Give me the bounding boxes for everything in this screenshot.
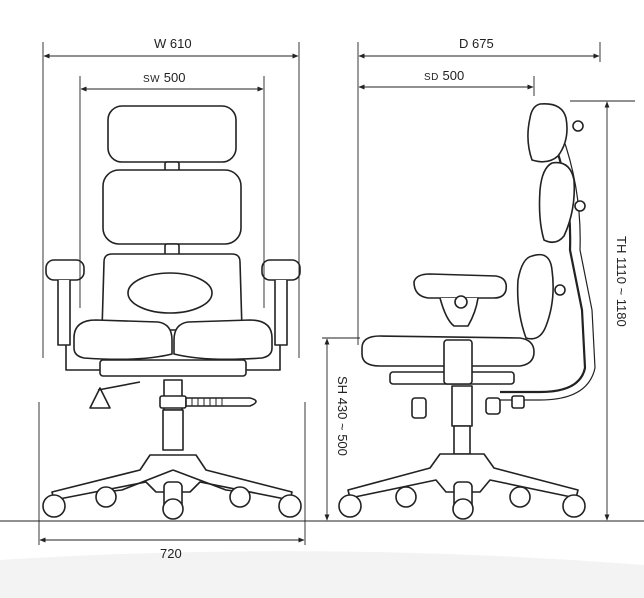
side-view-chair (338, 102, 596, 520)
total-height-label: TH 1110 ~ 1180 (614, 236, 629, 327)
front-left-arm-pad (45, 259, 85, 281)
width-label: W 610 (154, 36, 192, 51)
front-upper-back (102, 169, 242, 245)
side-headrest (527, 102, 568, 163)
front-caster-3 (162, 498, 184, 520)
side-upper-back (538, 161, 576, 244)
depth-value: 675 (472, 36, 494, 51)
front-seat-left (73, 319, 173, 361)
side-arm-pad (413, 273, 508, 299)
side-caster-5 (562, 494, 586, 518)
front-caster-1 (42, 494, 66, 518)
seat-depth-label: SD 500 (424, 68, 464, 83)
front-caster-5 (278, 494, 302, 518)
depth-prefix: D (459, 36, 469, 51)
background-shadow (0, 551, 644, 598)
front-lumbar-oval (127, 272, 213, 314)
base-width-label: 720 (160, 546, 182, 561)
seat-width-prefix: SW (143, 74, 161, 85)
seat-depth-value: 500 (442, 68, 465, 83)
depth-label: D 675 (459, 36, 494, 51)
total-height-value: 1110 ~ 1180 (614, 256, 629, 327)
front-caster-2 (95, 486, 117, 508)
seat-height-prefix: SH (335, 376, 350, 395)
width-prefix: W (154, 36, 167, 51)
front-right-arm-pad (261, 259, 301, 281)
base-width-value: 720 (160, 546, 182, 561)
total-height-prefix: TH (614, 236, 629, 254)
front-caster-4 (229, 486, 251, 508)
seat-width-value: 500 (163, 70, 186, 85)
side-caster-1 (338, 494, 362, 518)
side-base (347, 453, 579, 499)
front-seat-right (173, 319, 273, 361)
seat-width-label: SW 500 (143, 70, 185, 85)
seat-height-value: 430 ~ 500 (335, 397, 350, 456)
front-headrest (107, 105, 237, 163)
side-caster-4 (509, 486, 531, 508)
side-caster-3 (452, 498, 474, 520)
side-caster-2 (395, 486, 417, 508)
seat-height-label: SH 430 ~ 500 (335, 376, 350, 456)
side-gas-cylinder (451, 385, 473, 427)
width-value: 610 (169, 36, 192, 51)
seat-depth-prefix: SD (424, 72, 439, 83)
side-lower-back (516, 253, 554, 340)
front-base (51, 454, 293, 501)
front-view-chair (42, 105, 302, 520)
